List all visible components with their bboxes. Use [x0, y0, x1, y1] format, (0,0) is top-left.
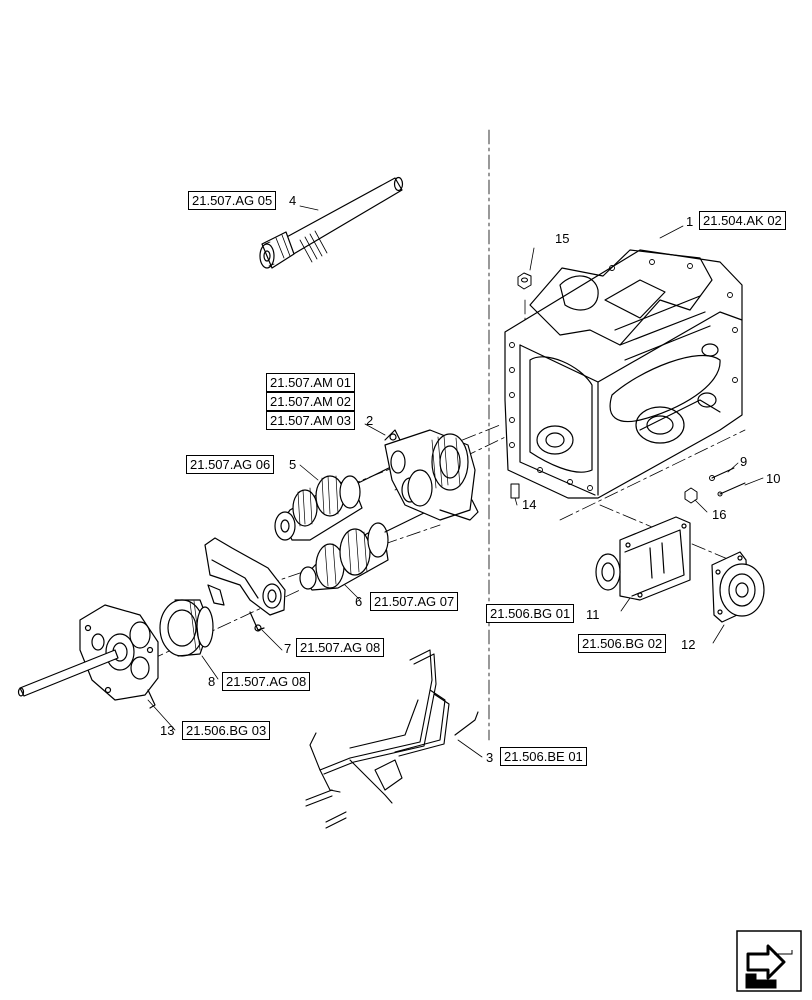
callout-8: 8	[208, 674, 216, 689]
ref-link-4[interactable]: 21.507.AG 05	[188, 191, 277, 210]
callout-13: 13	[160, 723, 175, 738]
leader-lines	[147, 205, 764, 758]
gear-shaft-5	[274, 464, 396, 541]
transmission-housing	[504, 249, 743, 499]
gear-shaft-6	[299, 509, 431, 591]
ref-link-5[interactable]: 21.507.AG 06	[186, 455, 275, 474]
hydraulic-tubes-3	[305, 649, 479, 829]
callout-1: 1	[686, 214, 694, 229]
ref-link-1[interactable]: 21.504.AK 02	[699, 211, 786, 230]
ref-link-2a[interactable]: 21.507.AM 01	[266, 373, 355, 392]
callout-11: 11	[586, 607, 600, 622]
ref-link-13[interactable]: 21.506.BG 03	[182, 721, 271, 740]
long-shaft-4	[259, 176, 404, 269]
callout-7: 7	[284, 641, 292, 656]
ref-link-7[interactable]: 21.507.AG 08	[296, 638, 385, 657]
side-cover-11	[595, 516, 691, 601]
ref-link-2c[interactable]: 21.507.AM 03	[266, 411, 355, 430]
callout-10: 10	[766, 471, 781, 486]
ref-link-11[interactable]: 21.506.BG 01	[486, 604, 575, 623]
callout-2: 2	[366, 413, 374, 428]
ref-link-2b[interactable]: 21.507.AM 02	[266, 392, 355, 411]
callout-16: 16	[712, 507, 727, 522]
ref-link-8[interactable]: 21.507.AG 08	[222, 672, 311, 691]
gear-hub-8	[159, 599, 214, 657]
ref-link-3[interactable]: 21.506.BE 01	[500, 747, 587, 766]
ref-link-12[interactable]: 21.506.BG 02	[578, 634, 667, 653]
callout-3: 3	[486, 750, 494, 765]
callout-12: 12	[681, 637, 696, 652]
shift-fork-7	[204, 537, 286, 632]
callout-9: 9	[740, 454, 748, 469]
nut-15	[517, 272, 532, 290]
pto-housing-12	[711, 551, 765, 623]
callout-15: 15	[555, 231, 570, 246]
callout-4: 4	[289, 193, 297, 208]
next-page-arrow-icon[interactable]	[736, 930, 802, 992]
gear-carrier-2	[384, 429, 479, 521]
callout-6: 6	[355, 594, 363, 609]
ref-link-6[interactable]: 21.507.AG 07	[370, 592, 459, 611]
callout-5: 5	[289, 457, 297, 472]
callout-14: 14	[522, 497, 537, 512]
front-cover-13	[17, 604, 159, 709]
